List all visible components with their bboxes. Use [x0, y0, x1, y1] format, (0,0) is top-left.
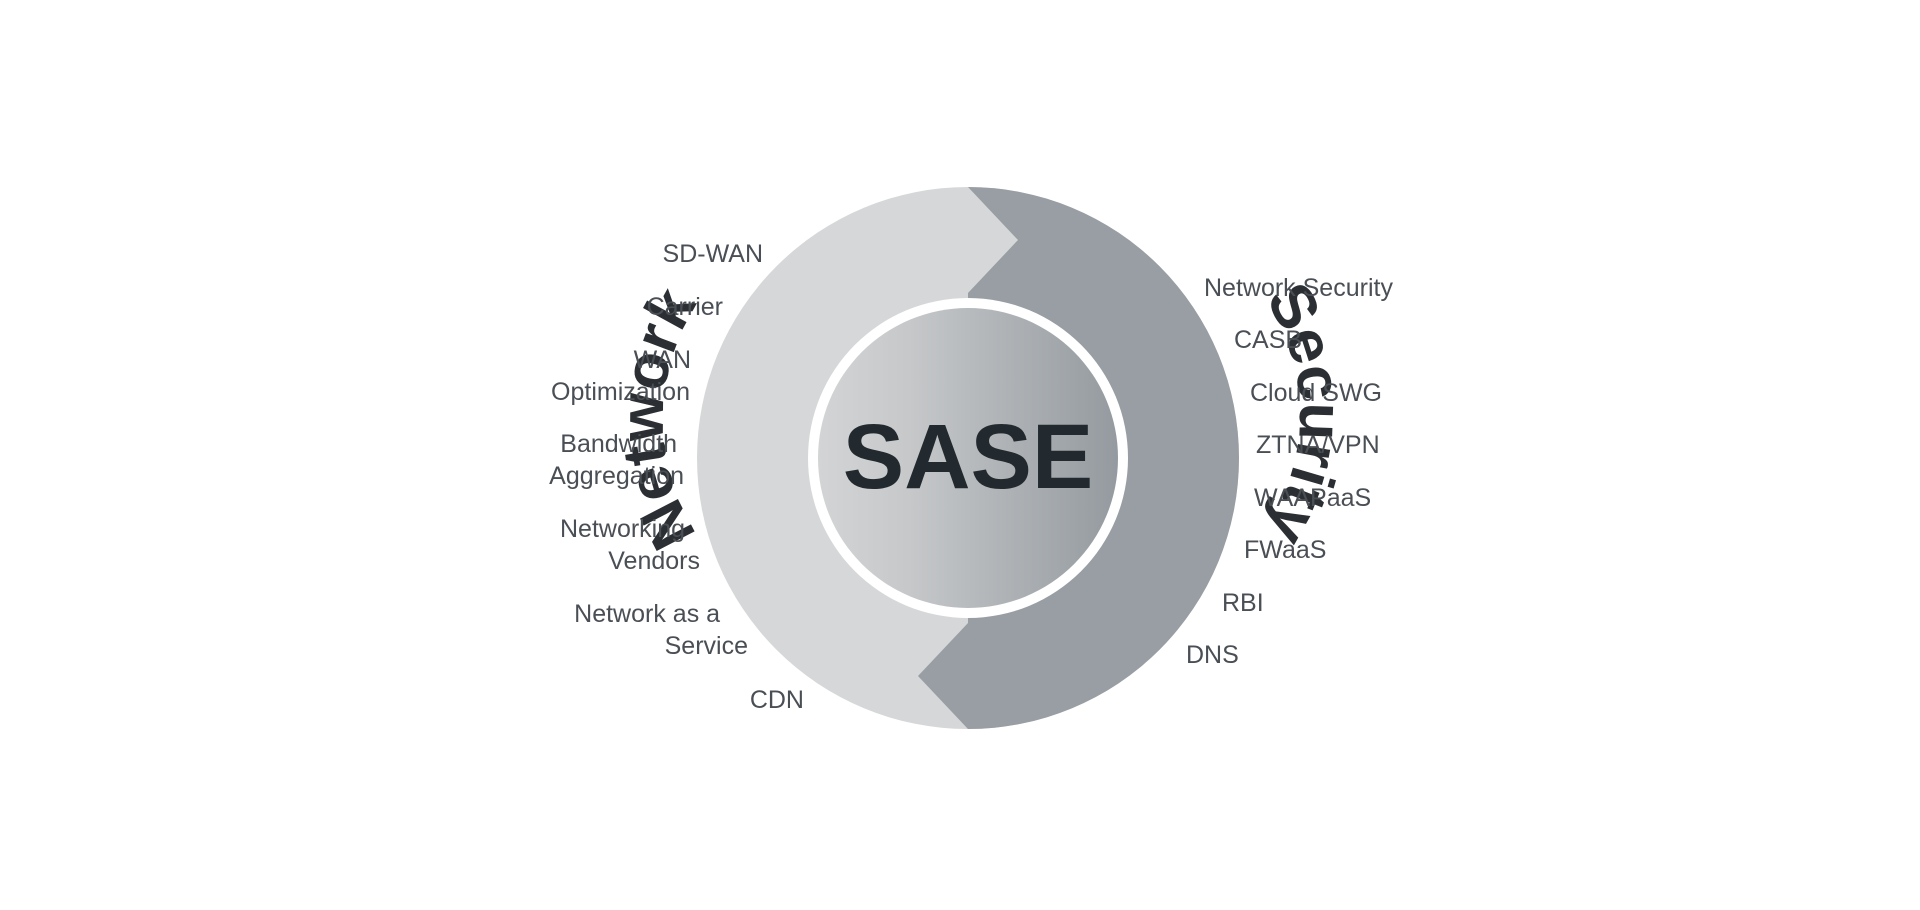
- network-item: Network as a Service: [574, 600, 748, 660]
- network-item-line: Bandwidth: [560, 430, 677, 458]
- security-item: CASB: [1234, 326, 1302, 354]
- network-item: Carrier: [647, 293, 723, 321]
- security-item-line: CASB: [1234, 326, 1302, 354]
- security-arc-title: Security: [1253, 272, 1356, 557]
- network-item: SD-WAN: [663, 240, 763, 268]
- security-items: Network Security CASB Cloud SWG ZTNA/VPN…: [1186, 274, 1393, 669]
- network-item-line: SD-WAN: [663, 240, 763, 268]
- network-item: Networking Vendors: [560, 515, 700, 575]
- center-title: SASE: [843, 406, 1094, 508]
- security-item-line: RBI: [1222, 589, 1264, 617]
- security-item-line: Cloud SWG: [1250, 379, 1382, 407]
- network-item: WAN Optimization: [551, 346, 698, 406]
- security-item: RBI: [1222, 589, 1264, 617]
- network-item-line: Networking: [560, 515, 685, 543]
- security-item-line: DNS: [1186, 641, 1239, 669]
- security-item: ZTNA/VPN: [1256, 431, 1380, 459]
- network-item-line: WAN: [634, 346, 691, 374]
- security-item: WAAPaaS: [1254, 484, 1371, 512]
- network-item: Bandwidth Aggregation: [549, 430, 684, 490]
- security-item-line: ZTNA/VPN: [1256, 431, 1380, 459]
- network-item-line: Network as a: [574, 600, 720, 628]
- security-item: Network Security: [1204, 274, 1393, 302]
- network-item-line: Optimization: [551, 378, 690, 406]
- network-item-line: Service: [665, 632, 748, 660]
- security-item: FWaaS: [1244, 536, 1326, 564]
- security-item-line: WAAPaaS: [1254, 484, 1371, 512]
- network-items: SD-WAN Carrier WAN Optimization Bandwidt…: [549, 240, 804, 714]
- security-item: DNS: [1186, 641, 1239, 669]
- network-item-line: Carrier: [647, 293, 723, 321]
- center-disc: [818, 308, 1118, 608]
- network-item-line: Vendors: [608, 547, 700, 575]
- network-item: CDN: [750, 686, 804, 714]
- security-item-line: Network Security: [1204, 274, 1393, 302]
- network-item-line: CDN: [750, 686, 804, 714]
- network-item-line: Aggregation: [549, 462, 684, 490]
- security-item: Cloud SWG: [1250, 379, 1382, 407]
- security-item-line: FWaaS: [1244, 536, 1326, 564]
- security-arc-title-text: Security: [1253, 272, 1356, 557]
